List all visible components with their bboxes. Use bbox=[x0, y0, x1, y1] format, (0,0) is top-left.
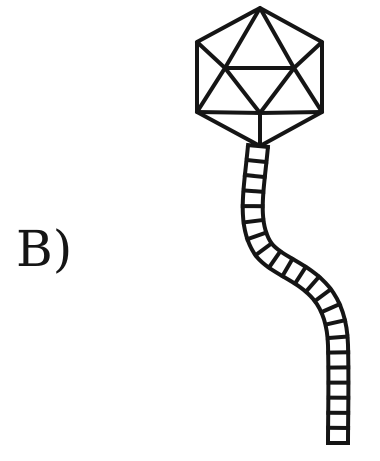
capsid-edge bbox=[258, 66, 296, 115]
tail-ring bbox=[242, 172, 268, 180]
capsid-edge bbox=[223, 66, 262, 115]
capsid-head bbox=[195, 6, 324, 148]
tail-ring bbox=[241, 188, 266, 194]
capsid-edge bbox=[195, 110, 262, 115]
tail-ring bbox=[266, 248, 284, 271]
tail-ring bbox=[292, 264, 309, 287]
tail bbox=[240, 142, 351, 445]
tail-ring bbox=[279, 256, 296, 279]
capsid-edge bbox=[195, 66, 227, 114]
capsid-edge bbox=[292, 66, 324, 114]
tail-ring bbox=[245, 142, 271, 150]
figure-label: B) bbox=[16, 220, 73, 278]
tail-ring bbox=[241, 217, 266, 225]
tail-ring bbox=[252, 240, 275, 259]
tail-ring bbox=[318, 301, 343, 315]
tail-ring bbox=[323, 317, 348, 328]
capsid-edge bbox=[258, 110, 324, 115]
capsid-inner-triangle bbox=[223, 6, 296, 70]
tail-ring bbox=[244, 230, 269, 242]
tail-ring bbox=[303, 273, 322, 295]
tail-ring bbox=[312, 286, 334, 304]
tail-ring bbox=[244, 157, 269, 165]
capsid-edge bbox=[292, 40, 324, 70]
capsid-edge bbox=[195, 40, 227, 70]
tail-rings bbox=[240, 142, 351, 445]
tail-ring bbox=[325, 334, 350, 341]
